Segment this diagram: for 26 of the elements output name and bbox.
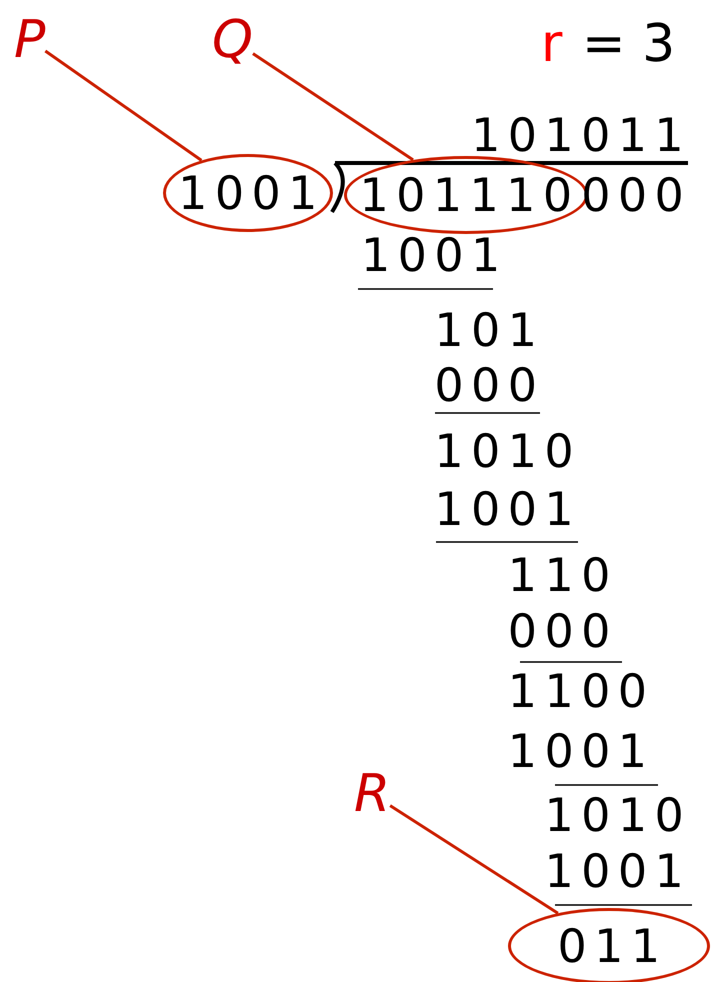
equation-text: = 3: [582, 18, 676, 70]
binary-number: 1001: [544, 848, 692, 894]
variable-name: r: [541, 18, 562, 70]
binary-number: 101: [434, 307, 544, 353]
binary-number: 000: [434, 362, 544, 408]
callout-letter: P: [14, 14, 46, 66]
binary-number: 000: [581, 172, 692, 218]
binary-number: 110: [508, 552, 618, 598]
binary-number: 1010: [544, 792, 692, 838]
quotient-number: 101011: [471, 112, 692, 158]
binary-number: 1001: [434, 486, 582, 532]
leader-line: [389, 804, 559, 914]
remainder-ellipse: [508, 908, 710, 982]
callout-letter: Q: [212, 14, 253, 66]
binary-number: 1001: [508, 728, 654, 774]
callout-letter: R: [354, 768, 390, 820]
leader-line: [44, 50, 202, 162]
binary-number: 1010: [434, 428, 582, 474]
binary-number: 1100: [508, 668, 654, 714]
binary-number: 011: [556, 923, 668, 969]
binary-number: 1001: [361, 232, 508, 278]
leader-line: [252, 52, 414, 162]
binary-number: 1001: [177, 170, 325, 216]
binary-number: 000: [508, 608, 618, 654]
binary-number: 101110: [358, 172, 580, 218]
divisor-ellipse: [163, 154, 333, 232]
